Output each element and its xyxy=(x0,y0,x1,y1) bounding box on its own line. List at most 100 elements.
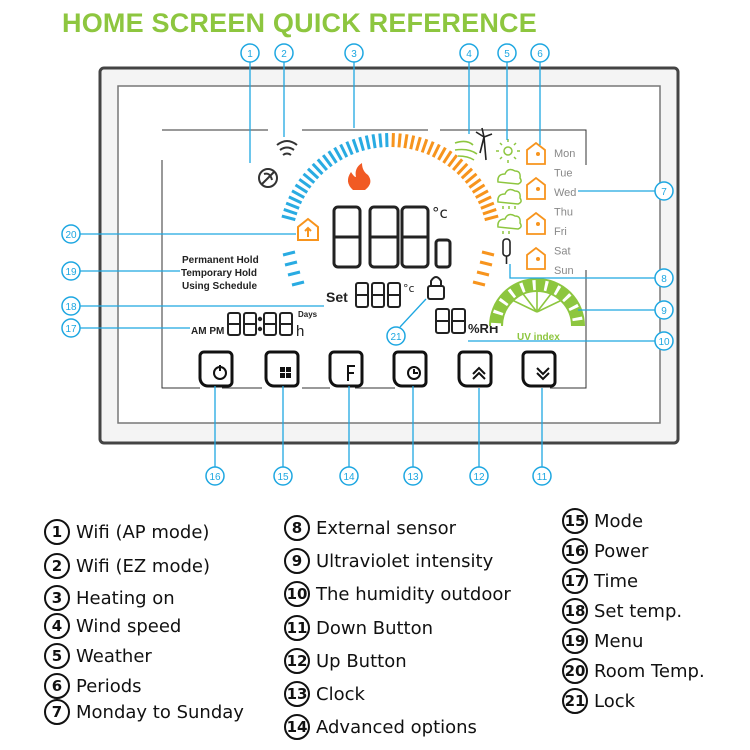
arc-segment xyxy=(464,172,478,184)
arc-segment xyxy=(327,150,338,164)
legend-label: The humidity outdoor xyxy=(316,583,511,605)
thermostat-diagram: °c Set °c %RH Permanent Hold Temporary H… xyxy=(61,43,680,486)
flame-icon xyxy=(347,163,371,190)
callout-5: 5 xyxy=(497,43,517,63)
mode-icon xyxy=(280,367,291,378)
callout-7: 7 xyxy=(654,181,674,201)
arc-segment xyxy=(442,150,453,164)
arc-segment xyxy=(437,146,447,161)
legend-item-1: 1 Wifi (AP mode) xyxy=(44,519,209,545)
weekday-mon: Mon xyxy=(554,148,575,160)
arc-segment xyxy=(484,214,499,222)
down-button[interactable] xyxy=(521,350,557,388)
arc-segment xyxy=(287,270,301,277)
menu-permanent-hold: Permanent Hold xyxy=(182,255,259,266)
callout-number: 13 xyxy=(407,472,419,483)
eco-icon xyxy=(258,168,278,188)
arc-segment xyxy=(426,141,435,156)
callout-number: 15 xyxy=(277,472,289,483)
arc-segment xyxy=(403,134,409,149)
wind-icon xyxy=(454,127,493,161)
arc-segment xyxy=(291,189,305,199)
arc-segment xyxy=(285,201,300,210)
legend-label: Up Button xyxy=(316,650,407,672)
callout-number: 21 xyxy=(390,332,402,343)
legend-number-badge: 5 xyxy=(44,643,70,669)
period-house-icon xyxy=(526,246,546,270)
callout-number: 11 xyxy=(537,472,548,483)
arc-segment xyxy=(282,250,296,257)
arc-segment xyxy=(284,260,298,267)
callout-leader-8 xyxy=(509,264,655,279)
set-temp-unit: °c xyxy=(403,282,415,295)
arc-segment xyxy=(351,138,360,153)
callout-13: 13 xyxy=(403,466,423,486)
arc-segment xyxy=(451,158,464,172)
callout-number: 3 xyxy=(351,49,357,60)
weekday-sun: Sun xyxy=(554,265,574,277)
advanced-options-button[interactable] xyxy=(328,350,364,388)
up-button[interactable] xyxy=(457,350,493,388)
legend-label: Advanced options xyxy=(316,716,477,738)
arc-segment xyxy=(283,208,298,216)
hours-label: h xyxy=(296,323,304,340)
callout-8: 8 xyxy=(654,268,674,288)
arc-segment xyxy=(298,178,312,189)
legend-label: Monday to Sunday xyxy=(76,701,244,723)
callout-15: 15 xyxy=(273,466,293,486)
weekday-sat: Sat xyxy=(554,246,571,258)
legend-number-badge: 13 xyxy=(284,681,310,707)
callout-3: 3 xyxy=(344,43,364,63)
callout-17: 17 xyxy=(61,318,81,338)
callout-11: 11 xyxy=(532,466,552,486)
callout-number: 16 xyxy=(209,472,221,483)
callout-number: 19 xyxy=(65,267,77,278)
arc-segment xyxy=(306,167,320,180)
callout-number: 1 xyxy=(247,49,253,60)
callout-number: 7 xyxy=(661,187,667,198)
legend-number-badge: 1 xyxy=(44,519,70,545)
callout-number: 4 xyxy=(466,49,472,60)
callout-number: 10 xyxy=(658,337,670,348)
arc-segment xyxy=(321,154,333,168)
callout-1: 1 xyxy=(240,43,260,63)
legend-number-badge: 10 xyxy=(284,581,310,607)
mode-button[interactable] xyxy=(264,350,300,388)
arc-segment xyxy=(475,189,489,199)
legend-number-badge: 17 xyxy=(562,568,588,594)
room-temp-digits xyxy=(332,205,452,269)
arc-segment xyxy=(397,133,402,148)
callout-number: 5 xyxy=(504,49,510,60)
callout-16: 16 xyxy=(205,466,225,486)
weekday-wed: Wed xyxy=(554,187,576,199)
arc-segment xyxy=(345,141,354,156)
legend-number-badge: 2 xyxy=(44,553,70,579)
sun-icon xyxy=(496,139,520,163)
callout-number: 12 xyxy=(473,472,485,483)
power-button[interactable] xyxy=(198,350,234,388)
callout-number: 17 xyxy=(65,324,77,335)
house-icon xyxy=(297,217,319,241)
page-title: HOME SCREEN QUICK REFERENCE xyxy=(62,8,537,38)
periods-icons xyxy=(526,141,546,270)
legend-number-badge: 3 xyxy=(44,585,70,611)
menu-temporary-hold: Temporary Hold xyxy=(181,268,257,279)
legend-label: Menu xyxy=(594,630,644,652)
arc-segment xyxy=(476,270,490,277)
clock-button[interactable] xyxy=(392,350,428,388)
device-screen xyxy=(117,85,661,424)
arc-segment xyxy=(378,133,383,148)
callout-19: 19 xyxy=(61,261,81,281)
arc-segment xyxy=(288,195,303,205)
legend-label: Wifi (AP mode) xyxy=(76,521,210,543)
callout-number: 2 xyxy=(281,49,287,60)
legend-label: Power xyxy=(594,540,649,562)
